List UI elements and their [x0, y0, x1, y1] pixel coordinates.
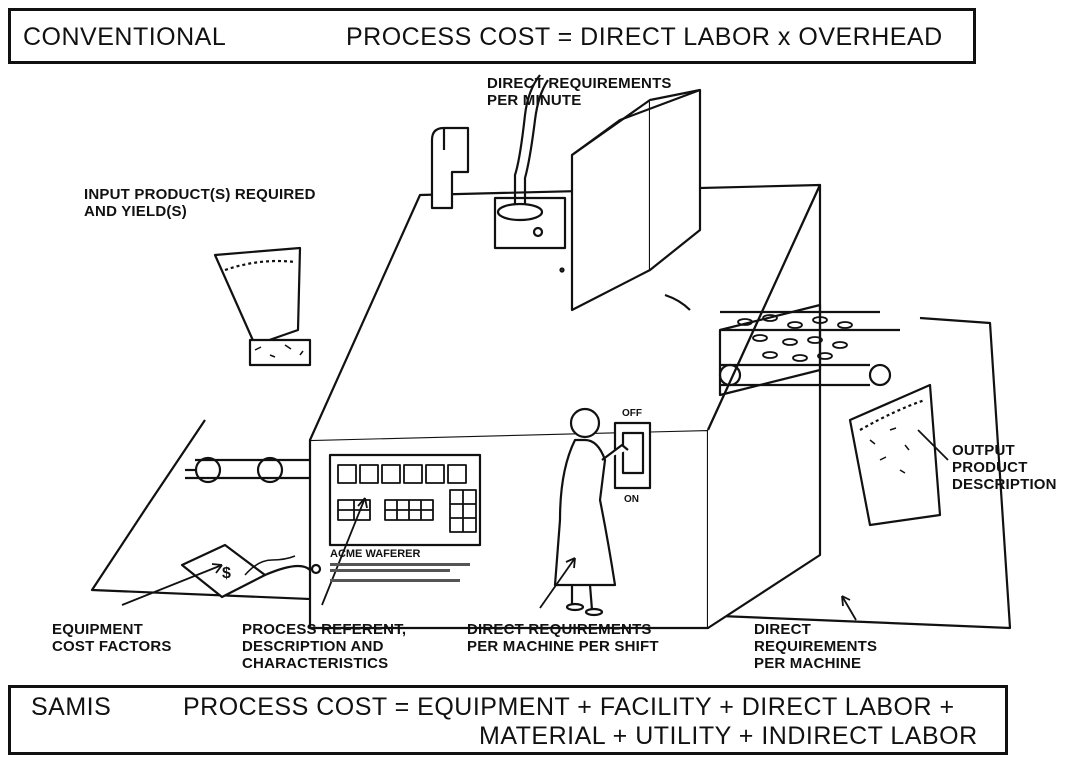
- hopper: [213, 246, 302, 347]
- samis-label: SAMIS: [31, 693, 112, 721]
- conventional-equation-box: CONVENTIONAL PROCESS COST = DIRECT LABOR…: [8, 8, 976, 64]
- leader-direct-machine-shift: [539, 557, 576, 609]
- top-pipe: [430, 126, 470, 210]
- leader-direct-machine: [841, 595, 857, 621]
- switch-off-label: OFF: [622, 408, 642, 419]
- output-bin: [848, 383, 942, 527]
- dollar-sign-icon: $: [222, 565, 231, 582]
- hopper-spill: [248, 338, 312, 367]
- label-equipment-cost-factors: EQUIPMENT COST FACTORS: [52, 621, 172, 655]
- machine-name: ACME WAFERER: [330, 548, 421, 560]
- floor-plate: [90, 316, 1012, 630]
- label-process-referent: PROCESS REFERENT, DESCRIPTION AND CHARAC…: [242, 621, 407, 672]
- conventional-equation: PROCESS COST = DIRECT LABOR x OVERHEAD: [346, 23, 943, 51]
- switch-on-label: ON: [624, 494, 639, 505]
- samis-equation-line2: MATERIAL + UTILITY + INDIRECT LABOR: [479, 722, 978, 750]
- output-conveyor: [720, 310, 900, 332]
- leader-equipment-cost: [121, 564, 223, 606]
- input-conveyor: [185, 458, 310, 480]
- label-direct-requirements-per-minute: DIRECT REQUIREMENTS PER MINUTE: [487, 75, 672, 109]
- samis-equation-line1: PROCESS COST = EQUIPMENT + FACILITY + DI…: [183, 693, 955, 721]
- utility-hose: [513, 74, 541, 210]
- operator-figure: [553, 407, 629, 617]
- conventional-label: CONVENTIONAL: [23, 23, 227, 51]
- label-direct-requirements-per-machine-per-shift: DIRECT REQUIREMENTS PER MACHINE PER SHIF…: [467, 621, 659, 655]
- label-direct-requirements-per-machine: DIRECT REQUIREMENTS PER MACHINE: [754, 621, 878, 672]
- samis-equation-box: SAMIS PROCESS COST = EQUIPMENT + FACILIT…: [8, 685, 1008, 755]
- leader-output: [917, 429, 949, 461]
- label-output-product: OUTPUT PRODUCT DESCRIPTION: [952, 442, 1057, 493]
- label-input-products: INPUT PRODUCT(S) REQUIRED AND YIELD(S): [84, 186, 316, 220]
- leader-process-referent: [321, 497, 366, 606]
